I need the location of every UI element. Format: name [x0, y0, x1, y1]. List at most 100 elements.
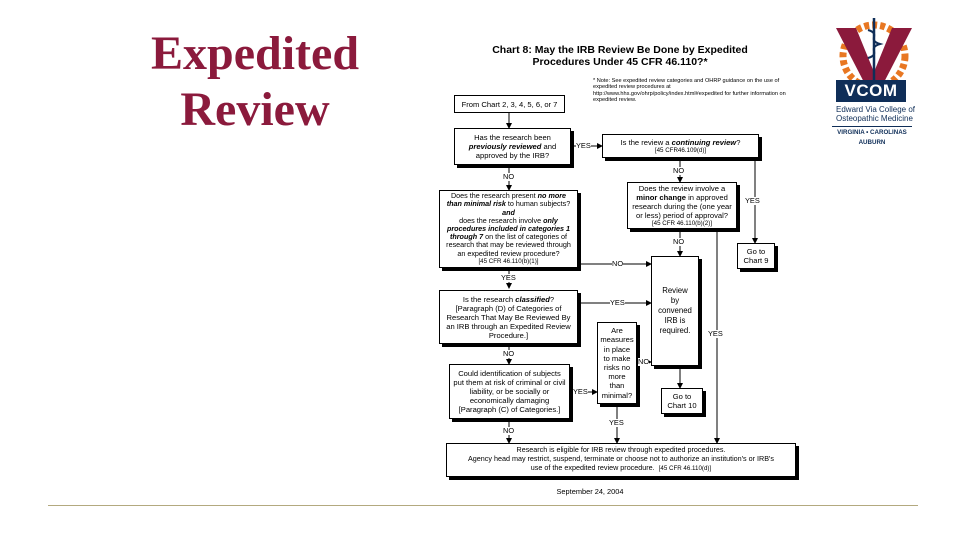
classified-line-4: an IRB through an Expedited Review: [446, 321, 571, 331]
measures-line-2: measures: [600, 335, 634, 345]
label-measures-yes: YES: [609, 418, 624, 427]
identification-box: Could identification of subjects put the…: [449, 364, 570, 419]
minimal-line-1: Does the research present no more: [451, 192, 566, 200]
minimal-line-7: an expedited review procedure?: [457, 248, 560, 258]
chart9-line-1: Go to: [746, 247, 766, 256]
continuing-end: ?: [736, 137, 741, 147]
minimal-line-1-text: Does the research present: [450, 191, 538, 201]
classified-emphasis: classified: [515, 294, 550, 304]
chart-title-line-1: Chart 8: May the IRB Review Be Done by E…: [492, 44, 748, 56]
prev-line-2: previously reviewed and: [469, 142, 556, 151]
minor-line-1: Does the review involve a: [638, 183, 726, 193]
label-prev-yes: YES: [576, 141, 591, 150]
minor-line-3: research during the (one year: [632, 201, 732, 211]
label-identification-yes: YES: [573, 387, 588, 396]
minimal-line-2: than minimal risk to human subjects?: [447, 200, 570, 208]
logo-college-line-1: Edward Via College of: [836, 105, 916, 114]
footer-divider: [48, 505, 918, 506]
minimal-risk-box: Does the research present no more than m…: [439, 190, 578, 268]
go-to-chart-10-box: Go to Chart 10: [661, 388, 703, 414]
label-identification-no: NO: [503, 426, 515, 435]
previously-reviewed-box: Has the research been previously reviewe…: [454, 128, 571, 165]
label-continuing-no: NO: [673, 166, 685, 175]
identification-line-3: liability, or be socially or: [469, 387, 550, 396]
slide-title-line-2: Review: [180, 83, 330, 136]
label-minimal-no: NO: [612, 259, 624, 268]
chart9-line-2: Chart 9: [743, 256, 769, 265]
convened-line-1: Review: [662, 286, 688, 295]
prev-line-3: approved by the IRB?: [475, 151, 550, 160]
eligible-ref: [45 CFR 46.110(d)]: [658, 464, 712, 472]
minimal-line-6: research that may be reviewed through: [446, 240, 571, 250]
go-to-chart-9-box: Go to Chart 9: [737, 243, 775, 269]
eligible-line-2: Agency head may restrict, suspend, termi…: [468, 454, 774, 464]
slide-title-line-1: Expedited: [150, 27, 360, 80]
logo-wordmark: VCOM: [836, 80, 906, 102]
slide-title: Expedited Review: [110, 26, 400, 138]
logo-campus-line: VIRGINIA • CAROLINAS: [832, 126, 912, 137]
classified-line-1: Is the research classified?: [463, 295, 554, 304]
measures-line-3: in place: [603, 344, 631, 354]
minor-line-2: minor change in approved: [636, 193, 728, 202]
label-minor-yes: YES: [708, 329, 723, 338]
minimal-em-1: no more: [537, 191, 567, 201]
measures-box: Are measures in place to make risks no m…: [597, 322, 637, 404]
label-prev-no: NO: [503, 172, 515, 181]
measures-line-6: more: [608, 372, 626, 382]
continuing-line-1: Is the review a continuing review?: [621, 138, 741, 147]
continuing-emphasis: continuing review: [671, 137, 737, 147]
prev-line-1: Has the research been: [474, 133, 551, 142]
label-classified-no: NO: [503, 349, 515, 358]
start-box: From Chart 2, 3, 4, 5, 6, or 7: [454, 95, 565, 113]
eligible-box: Research is eligible for IRB review thro…: [446, 443, 796, 477]
logo-college-line-2: Osteopathic Medicine: [836, 114, 913, 123]
minimal-line-3-text: does the research involve: [459, 215, 544, 225]
convened-line-3: convened: [658, 306, 692, 315]
convened-irb-box: Review by convened IRB is required.: [651, 256, 699, 366]
minimal-line-5-text: on the list of categories of: [483, 232, 568, 242]
measures-line-5: risks no: [603, 363, 631, 372]
minimal-line-3: does the research involve only: [459, 215, 558, 225]
label-continuing-yes: YES: [745, 196, 760, 205]
continuing-ref: [45 CFR46.109(d)]: [654, 146, 707, 154]
chart10-line-2: Chart 10: [667, 401, 697, 410]
minimal-em-5: through 7: [449, 232, 484, 242]
minimal-and-text: and: [502, 207, 515, 217]
continuing-text: Is the review a: [620, 137, 672, 147]
minimal-line-4: procedures included in categories 1: [446, 224, 571, 233]
start-box-text: From Chart 2, 3, 4, 5, 6, or 7: [461, 99, 558, 109]
prev-emphasis: previously reviewed: [468, 142, 542, 151]
classified-line-2: [Paragraph (D) of Categories of: [455, 303, 562, 313]
minimal-and: and: [502, 207, 515, 217]
minor-emphasis: minor change: [636, 192, 686, 202]
chart10-line-1: Go to: [672, 392, 692, 401]
continuing-review-box: Is the review a continuing review? [45 C…: [602, 134, 759, 158]
minor-change-box: Does the review involve a minor change i…: [627, 182, 737, 229]
minimal-line-5: through 7 on the list of categories of: [450, 233, 567, 241]
classified-end: ?: [549, 294, 555, 304]
eligible-line-3-text: use of the expedited review procedure.: [530, 462, 655, 472]
convened-line-4: IRB is: [664, 316, 686, 325]
classified-text: Is the research: [462, 294, 516, 304]
minor-ref: [45 CFR 46.110(b)(2)]: [651, 219, 713, 227]
measures-line-1: Are: [611, 326, 623, 336]
minimal-em-4: procedures included in categories 1: [446, 224, 571, 233]
identification-line-4: economically damaging: [469, 396, 550, 405]
classified-box: Is the research classified? [Paragraph (…: [439, 290, 578, 344]
measures-line-7: than: [609, 381, 625, 391]
measures-line-8: minimal?: [601, 390, 633, 400]
logo-campus-line-2: AUBURN: [858, 139, 886, 146]
classified-line-3: Research That May Be Reviewed By: [446, 312, 571, 322]
classified-line-5: Procedure.]: [488, 330, 529, 340]
eligible-line-3: use of the expedited review procedure. […: [530, 462, 712, 474]
minimal-em-2: than minimal risk: [446, 199, 506, 209]
chart-date: September 24, 2004: [556, 487, 624, 496]
prev-line-2-end: and: [541, 142, 557, 151]
convened-line-2: by: [670, 296, 680, 305]
minimal-line-2-text: to human subjects?: [505, 199, 571, 209]
identification-line-2: put them at risk of criminal or civil: [453, 378, 566, 387]
minor-line-2-end: in approved: [686, 192, 728, 202]
chart-title-line-2: Procedures Under 45 CFR 46.110?*: [532, 56, 708, 68]
minimal-em-3: only: [543, 215, 558, 225]
label-minor-no: NO: [673, 237, 685, 246]
